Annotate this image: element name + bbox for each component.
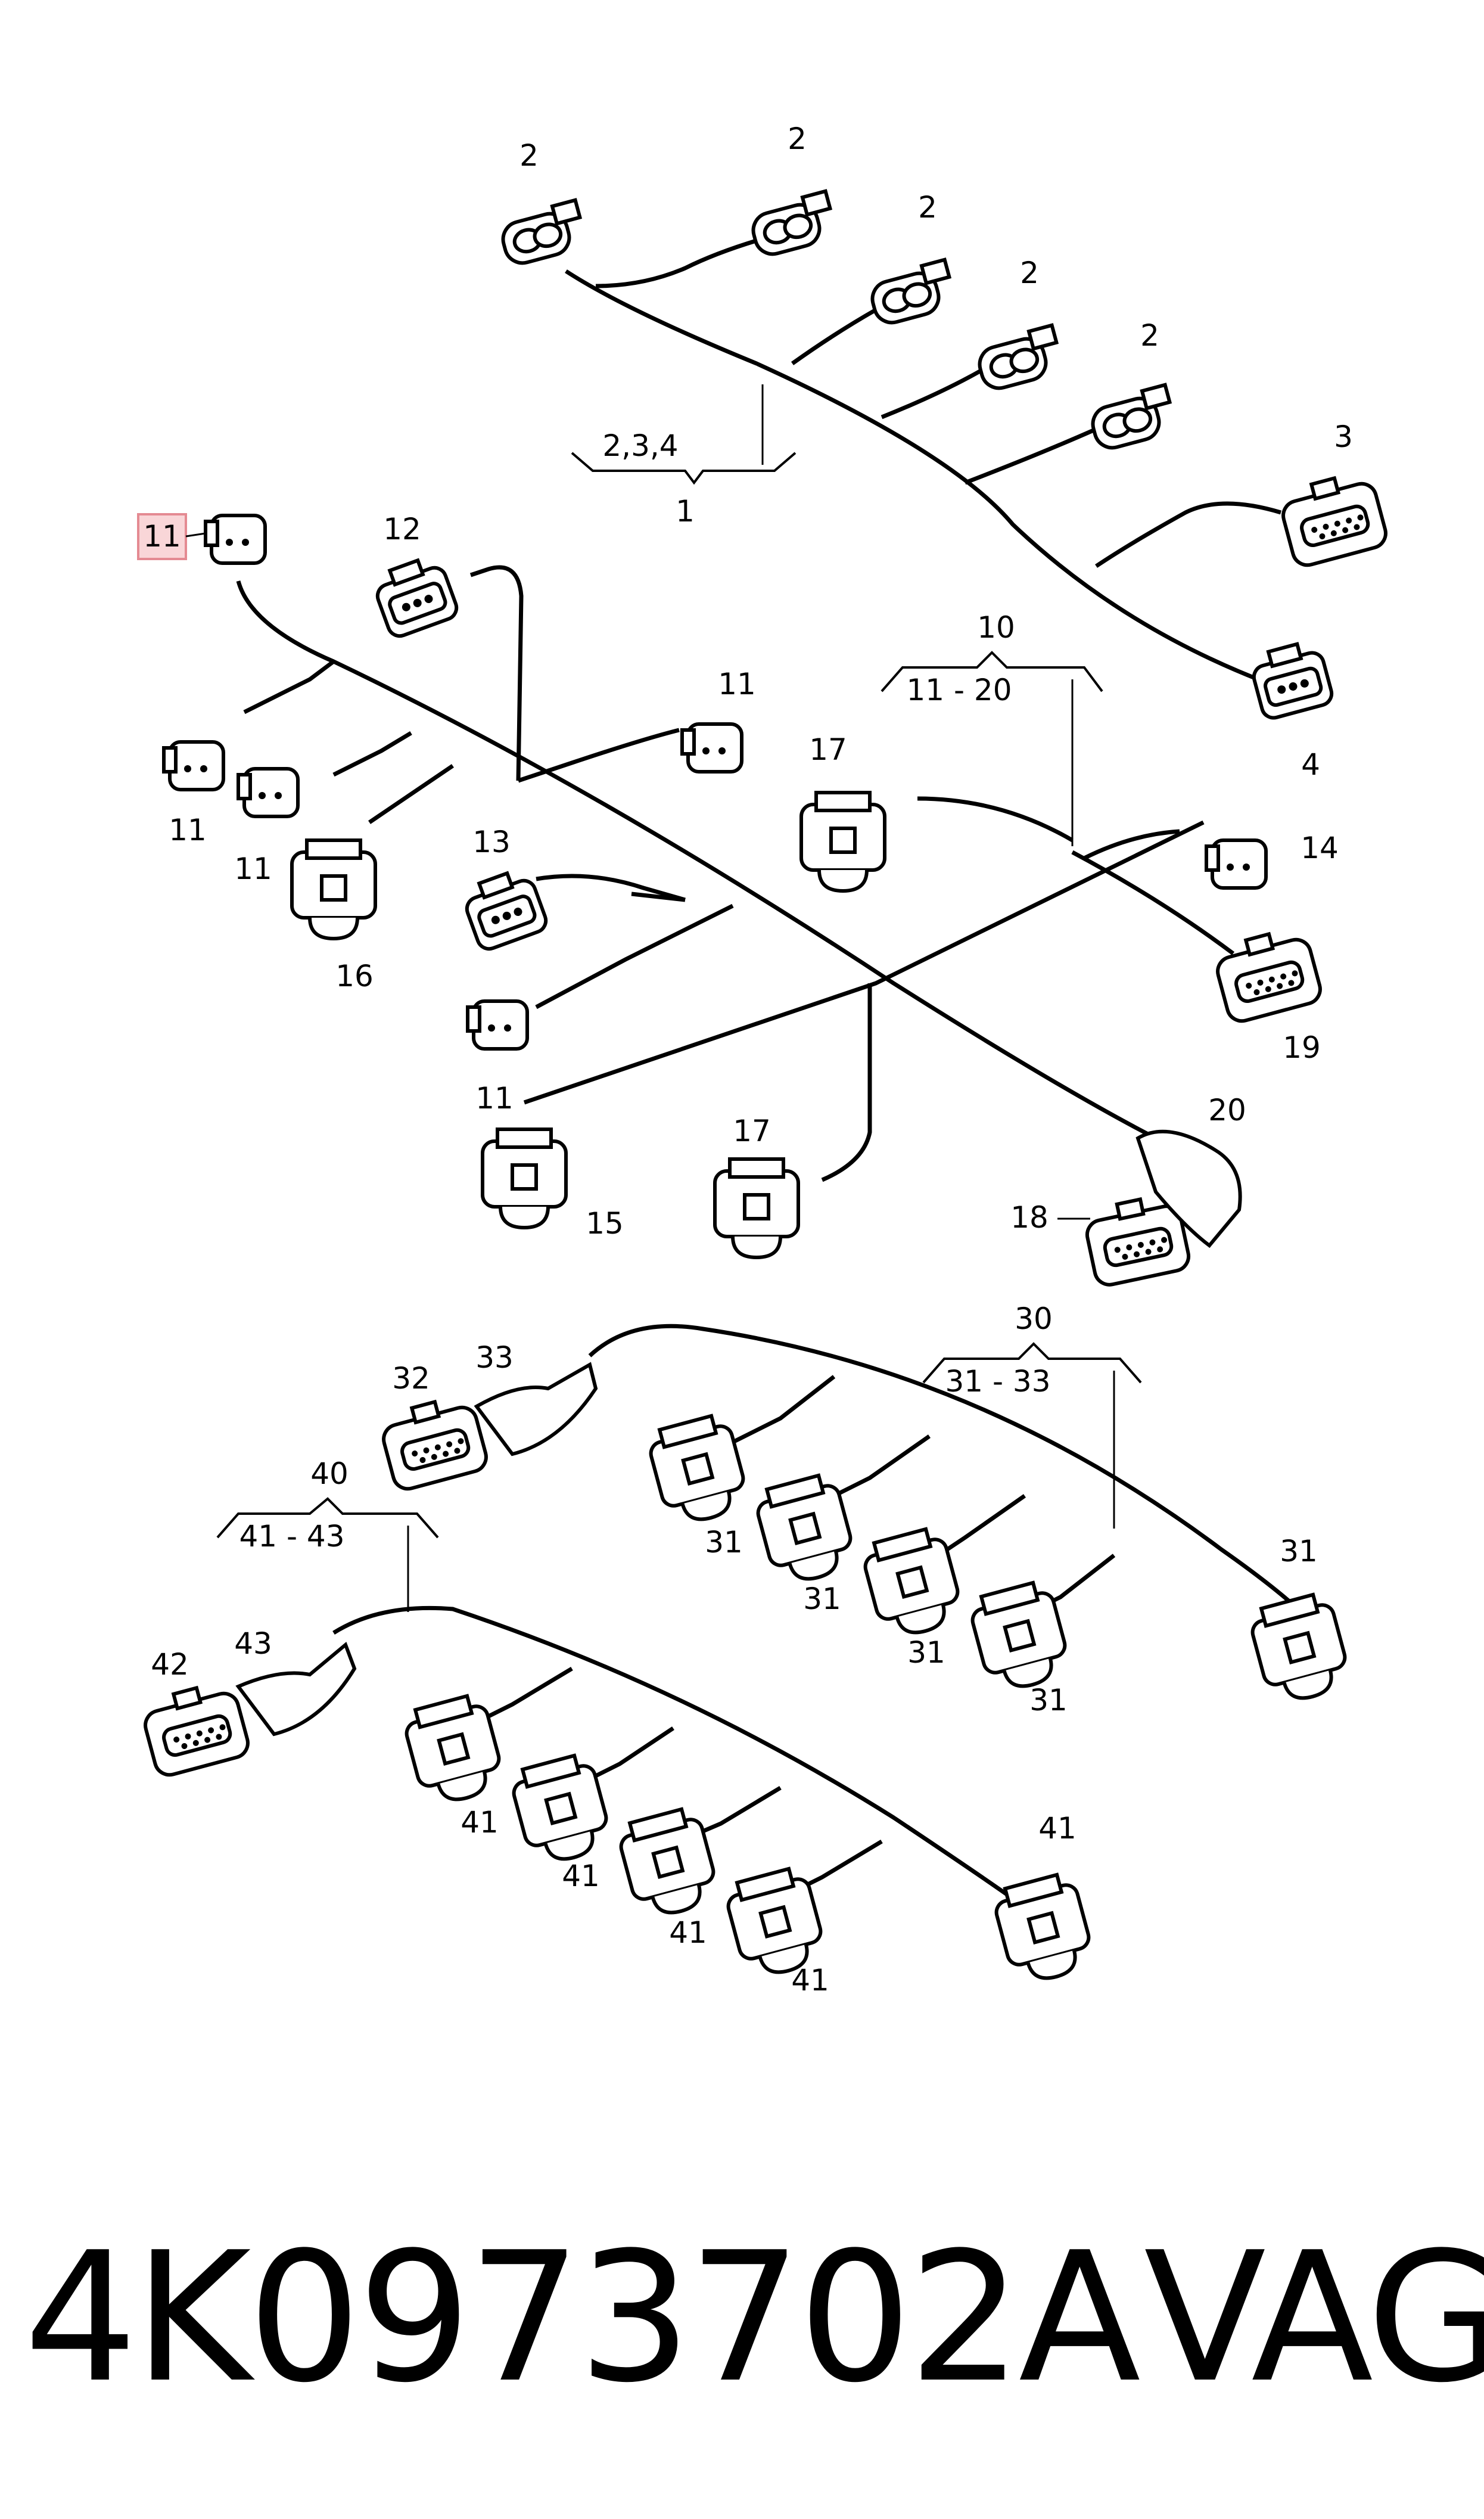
callout-17b: 17 xyxy=(733,1114,771,1148)
callout-2e: 2 xyxy=(1140,318,1159,353)
callout-41b: 41 xyxy=(562,1859,600,1893)
callout-41c: 41 xyxy=(669,1915,707,1950)
group-30-range: 31 - 33 xyxy=(945,1364,1050,1399)
callout-31d: 31 xyxy=(1029,1683,1068,1717)
connector-2c xyxy=(867,260,957,327)
callout-31c: 31 xyxy=(907,1635,945,1670)
brand: VAG xyxy=(1144,2214,1484,2422)
callout-11e: 11 xyxy=(475,1081,514,1116)
callout-2c: 2 xyxy=(918,190,937,225)
callout-20: 20 xyxy=(1208,1093,1246,1128)
callout-18: 18 xyxy=(1010,1200,1049,1235)
callout-11d: 11 xyxy=(718,667,756,701)
callout-31b: 31 xyxy=(803,1582,841,1616)
callout-42: 42 xyxy=(151,1647,189,1682)
group-30-id: 30 xyxy=(1015,1302,1053,1336)
callout-3: 3 xyxy=(1334,420,1353,454)
group-1-range: 2,3,4 xyxy=(602,428,678,463)
callout-11b: 11 xyxy=(169,813,207,847)
connector-12 xyxy=(370,553,459,639)
connector-42 xyxy=(139,1679,251,1778)
connector-32 xyxy=(377,1393,489,1492)
connector-14 xyxy=(1206,840,1266,888)
harness-10-wires xyxy=(236,565,1235,1182)
connector-41b xyxy=(508,1751,614,1868)
callout-16: 16 xyxy=(335,959,374,993)
callout-31e: 31 xyxy=(1280,1534,1318,1568)
connector-33-boot xyxy=(474,1362,598,1456)
callout-15: 15 xyxy=(586,1206,624,1241)
connector-41a xyxy=(401,1692,507,1809)
connector-2d xyxy=(974,325,1064,392)
connector-31d xyxy=(967,1579,1073,1695)
footer: 4K0973702A VAG xyxy=(24,2193,1484,2443)
callout-19: 19 xyxy=(1283,1030,1321,1065)
callout-13: 13 xyxy=(472,825,511,859)
callout-2a: 2 xyxy=(519,138,539,173)
part-number: 4K0973702A xyxy=(24,2214,1141,2422)
connector-13 xyxy=(459,866,549,952)
callout-41a: 41 xyxy=(461,1805,499,1840)
callout-32: 32 xyxy=(392,1361,430,1396)
connector-31c xyxy=(860,1525,966,1642)
connector-11b xyxy=(164,742,223,790)
connector-16 xyxy=(292,840,375,939)
callout-41d: 41 xyxy=(791,1963,829,1998)
group-10-range: 11 - 20 xyxy=(906,673,1012,707)
connector-41c xyxy=(615,1805,721,1922)
connector-43-boot xyxy=(235,1641,357,1737)
connector-11d xyxy=(682,724,742,772)
connector-17a xyxy=(801,793,885,891)
connector-19 xyxy=(1211,925,1323,1024)
callout-43: 43 xyxy=(234,1626,272,1661)
connector-2e xyxy=(1087,385,1177,452)
connector-41e xyxy=(991,1871,1097,1987)
connector-15 xyxy=(483,1129,566,1228)
callout-11c: 11 xyxy=(234,852,272,886)
callout-2d: 2 xyxy=(1020,256,1039,290)
connector-2a xyxy=(497,200,587,267)
callout-12: 12 xyxy=(383,512,421,546)
connector-2b xyxy=(748,191,838,258)
callout-2b: 2 xyxy=(788,122,807,156)
connector-11c xyxy=(238,769,298,816)
callout-11a: 11 xyxy=(143,519,181,554)
connector-3 xyxy=(1277,469,1389,569)
callout-33: 33 xyxy=(475,1340,514,1375)
connector-31b xyxy=(752,1471,858,1588)
group-40-id: 40 xyxy=(310,1456,349,1491)
connector-4 xyxy=(1248,639,1334,720)
connector-11a xyxy=(206,515,265,563)
callout-17a: 17 xyxy=(809,732,847,767)
callout-41e: 41 xyxy=(1038,1811,1077,1846)
connector-17b xyxy=(715,1159,798,1257)
callout-14: 14 xyxy=(1301,831,1339,865)
connector-11e xyxy=(468,1001,527,1049)
callout-4: 4 xyxy=(1301,747,1320,782)
connector-31a xyxy=(645,1412,751,1529)
group-40-range: 41 - 43 xyxy=(239,1519,344,1554)
connector-20-cover xyxy=(1135,1129,1242,1248)
group-1-id: 1 xyxy=(676,494,695,529)
group-10-id: 10 xyxy=(977,610,1015,645)
connector-31e xyxy=(1247,1591,1353,1707)
harness-1-wires xyxy=(565,233,1300,697)
callout-31a: 31 xyxy=(705,1525,743,1560)
highlight-box-11 xyxy=(137,513,187,560)
